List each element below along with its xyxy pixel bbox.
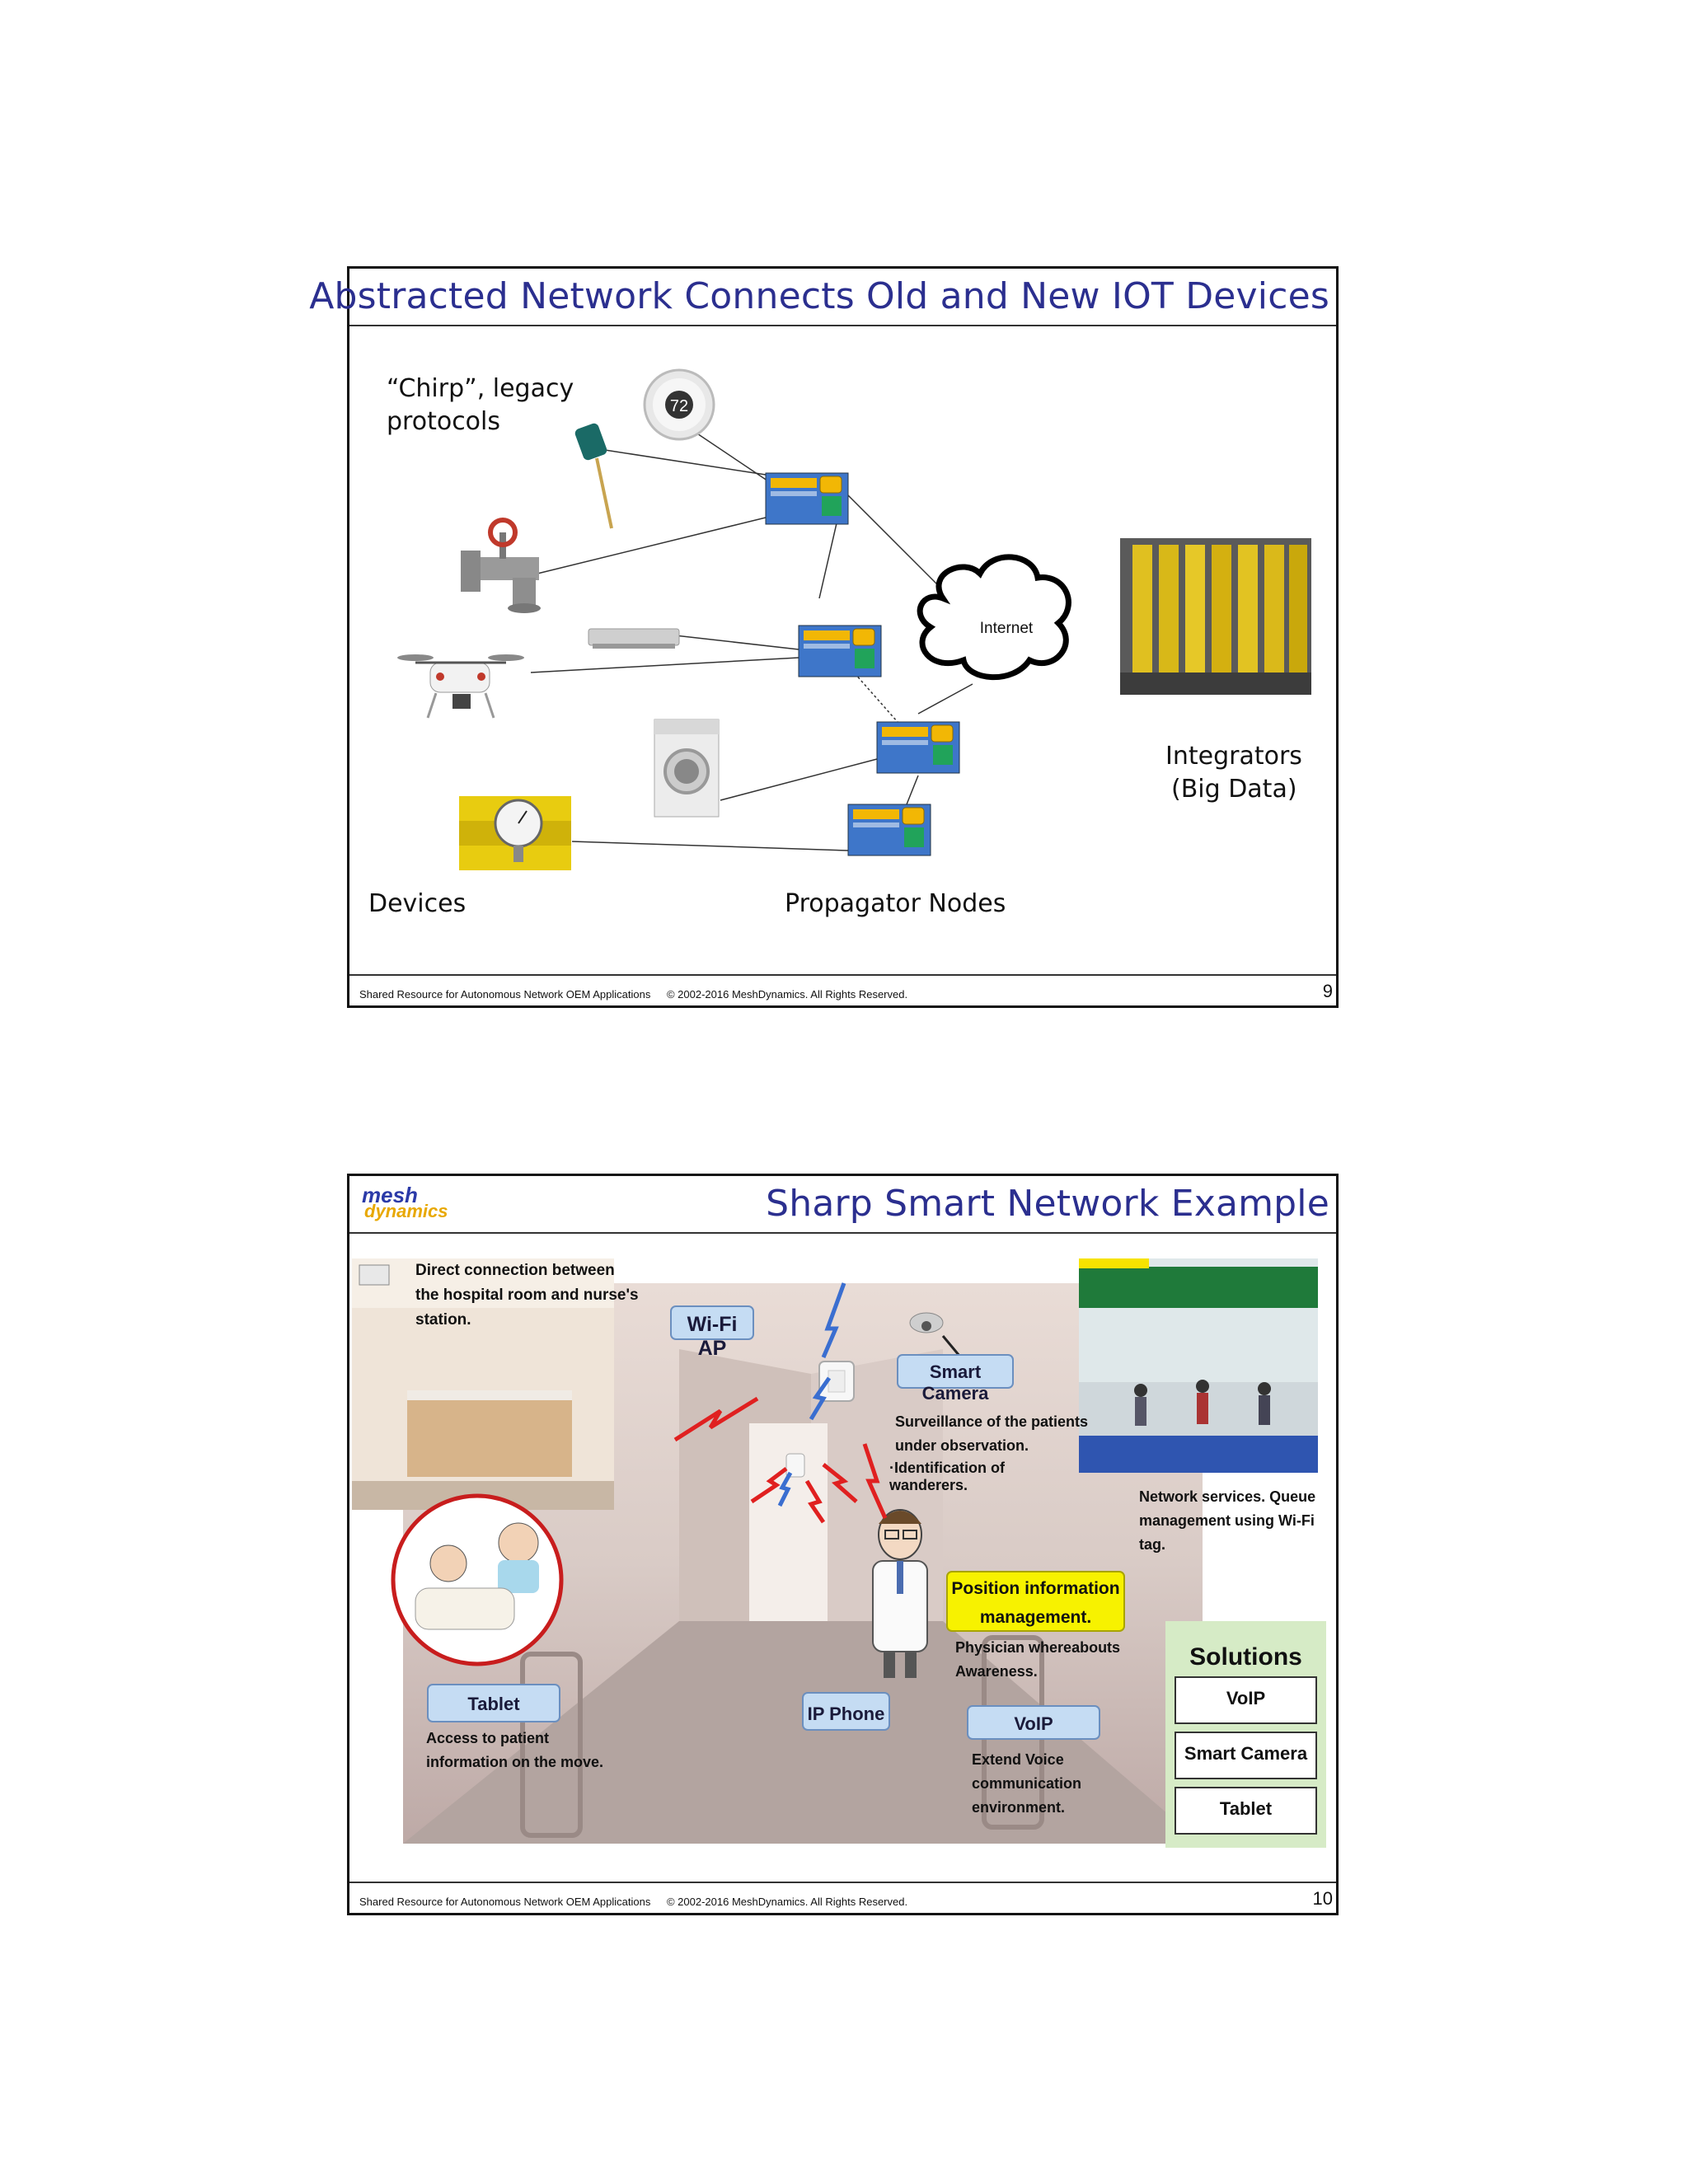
- thermostat-reading: 72: [670, 397, 688, 415]
- devices-label: Devices: [368, 889, 467, 918]
- propagator-node-3: [876, 721, 960, 774]
- network-services-text: Network services. Queue management using…: [1139, 1488, 1316, 1553]
- slide-10: mesh dynamics Sharp Smart Network Exampl…: [347, 1174, 1339, 1915]
- surveillance-text: Surveillance of the patients under obser…: [895, 1413, 1089, 1454]
- integrators-label-line2: (Big Data): [1171, 775, 1297, 804]
- doctor-icon: [872, 1509, 928, 1678]
- callout-boxes: [427, 1305, 1125, 1740]
- footer-text: Shared Resource for Autonomous Network O…: [359, 988, 651, 1001]
- solution-item-smart-camera: Smart Camera: [1184, 1743, 1308, 1764]
- propagator-nodes-label: Propagator Nodes: [785, 889, 1006, 918]
- slide-footer: Shared Resource for Autonomous Network O…: [359, 1896, 907, 1908]
- datacenter-icon: [1120, 538, 1311, 695]
- propagator-node-1: [765, 472, 849, 525]
- wanderers-text: ·Identification of wanderers.: [889, 1460, 1005, 1493]
- ip-phone-label: IP Phone: [807, 1704, 885, 1724]
- dvd-player-icon: [588, 628, 680, 649]
- drone-icon: [397, 654, 524, 719]
- logo-dynamics-text: dynamics: [364, 1201, 448, 1221]
- wireless-signal-arrows: [673, 1282, 888, 1524]
- wifi-ap-device-small-icon: [785, 1453, 805, 1478]
- washing-machine-icon: [654, 719, 720, 818]
- logo-mesh-text: mesh: [362, 1183, 418, 1207]
- internet-label: Internet: [980, 620, 1034, 637]
- title-divider: [349, 325, 1336, 326]
- faucet-icon: [461, 518, 541, 613]
- slide-footer: Shared Resource for Autonomous Network O…: [359, 988, 907, 1001]
- footer-text: Shared Resource for Autonomous Network O…: [359, 1896, 651, 1908]
- wifi-ap-device-icon: [818, 1361, 855, 1402]
- patient-nurse-illustration: [391, 1493, 564, 1666]
- slide-title: Sharp Smart Network Example: [766, 1183, 1329, 1225]
- footer-divider: [349, 1882, 1336, 1883]
- reception-photo: [1079, 1258, 1318, 1473]
- direct-connection-text: Direct connection between the hospital r…: [415, 1262, 639, 1329]
- solutions-panel-bg: [1165, 1621, 1326, 1848]
- chirp-label-line2: protocols: [387, 407, 501, 436]
- slide-title: Abstracted Network Connects Old and New …: [309, 275, 1329, 317]
- smart-camera-label: Smart Camera: [921, 1361, 989, 1404]
- footer-copyright: © 2002-2016 MeshDynamics. All Rights Res…: [666, 1896, 908, 1908]
- camera-icon: [909, 1312, 961, 1357]
- wifi-ap-label: Wi-Fi AP: [687, 1313, 738, 1360]
- network-diagram: 72: [397, 368, 1311, 870]
- thermostat-icon: 72: [643, 368, 715, 441]
- footer-divider: [349, 974, 1336, 976]
- solutions-heading: Solutions: [1189, 1643, 1302, 1671]
- page-number: 10: [1312, 1888, 1333, 1909]
- propagator-node-2: [798, 625, 882, 677]
- solution-item-voip: VoIP: [1226, 1688, 1266, 1708]
- slide-9: Abstracted Network Connects Old and New …: [309, 266, 1339, 1008]
- tablet-desc-text: Access to patient information on the mov…: [426, 1730, 604, 1770]
- chirp-label-line1: “Chirp”, legacy: [387, 374, 574, 403]
- voip-desc-text: Extend Voice communication environment.: [972, 1751, 1082, 1816]
- footer-copyright: © 2002-2016 MeshDynamics. All Rights Res…: [666, 988, 908, 1001]
- voip-label: VoIP: [1014, 1713, 1053, 1734]
- propagator-node-4: [847, 804, 931, 856]
- position-info-label: Position information management.: [951, 1579, 1120, 1627]
- page-number: 9: [1322, 981, 1333, 1001]
- pressure-gauge-icon: [459, 796, 571, 870]
- solution-item-tablet: Tablet: [1219, 1798, 1273, 1819]
- physician-text: Physician whereabouts Awareness.: [955, 1639, 1121, 1680]
- sensor-probe-icon: [574, 423, 613, 529]
- title-divider: [349, 1232, 1336, 1234]
- hospital-scene: [352, 1258, 1326, 1848]
- tablet-label: Tablet: [467, 1694, 520, 1714]
- integrators-label-line1: Integrators: [1165, 742, 1302, 771]
- internet-cloud-icon: Internet: [917, 554, 1071, 681]
